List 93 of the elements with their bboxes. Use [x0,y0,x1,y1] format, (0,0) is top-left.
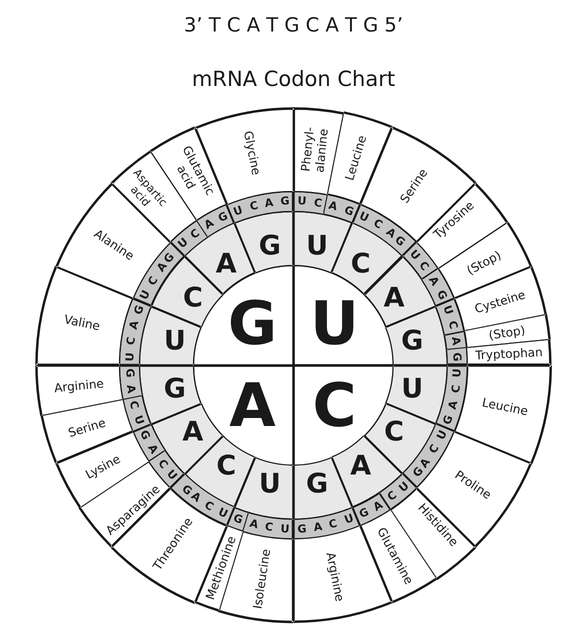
third-base-letter: U [441,304,455,316]
third-base-letter: U [124,352,136,362]
third-base-letter: C [146,274,160,287]
third-base-letter: A [446,399,459,410]
amino-acid-label: Leucine [481,396,530,419]
third-base-letter: U [176,236,190,251]
third-base-letter: U [296,195,306,207]
second-base-letter: G [258,232,281,260]
first-base-letter: C [312,376,357,436]
amino-acid-label: Serine [66,415,108,440]
chart-title: mRNA Codon Chart [192,67,396,91]
third-base-letter: U [396,479,411,494]
third-base-letter: G [434,288,449,302]
third-base-letter: G [138,428,152,442]
third-base-letter: C [386,489,399,503]
third-base-letter: A [312,521,323,534]
second-base-letter: C [350,250,371,278]
amino-acid-label: Glycine [240,130,263,176]
second-base-letter: A [182,418,204,446]
third-base-letter: C [450,384,462,394]
third-base-letter: C [188,227,202,241]
amino-acid-label: Valine [62,312,101,334]
first-base-letter: U [310,294,359,354]
third-base-letter: A [427,274,442,288]
third-base-letter: A [202,217,216,232]
third-base-letter: C [128,400,141,410]
second-base-letter: U [164,328,186,355]
third-base-letter: U [232,204,244,218]
third-base-letter: U [342,512,355,526]
second-base-letter: A [350,452,372,480]
amino-acid-sector [36,364,124,416]
second-base-letter: A [216,250,237,278]
third-base-letter: U [357,210,370,224]
third-base-letter: A [146,442,160,456]
third-base-segment [446,347,468,366]
first-base-letter: A [229,376,276,436]
amino-acid-label: Arginine [53,376,104,396]
second-base-letter: G [164,375,186,402]
second-base-letter: C [216,452,236,480]
third-base-letter: G [232,512,244,526]
third-base-letter: G [342,204,355,218]
third-base-letter: U [280,523,290,534]
sequence-label: 3’ T C A T G C A T G 5’ [184,14,404,36]
third-base-letter: A [371,498,384,513]
third-base-letter: G [132,304,146,316]
third-base-letter: C [264,521,274,534]
third-base-letter: A [264,196,274,209]
second-base-letter: C [384,418,404,446]
second-base-letter: A [384,284,405,312]
third-base-letter: A [450,336,462,346]
third-base-letter: A [328,200,339,212]
amino-acid-label: Isoleucine [250,548,274,610]
third-base-letter: A [248,518,260,530]
amino-acid-sector [466,339,551,366]
second-base-letter: C [182,284,203,312]
third-base-letter: C [446,320,459,330]
third-base-letter: G [216,210,230,224]
third-base-letter: A [125,384,138,394]
third-base-letter: G [452,352,463,362]
third-base-letter: C [418,260,432,273]
third-base-letter: A [128,320,141,331]
amino-acid-label: Arginine [324,551,348,603]
third-base-letter: G [393,234,408,248]
third-base-letter: C [125,336,138,346]
second-base-letter: U [401,375,424,402]
third-base-letter: U [216,506,230,520]
second-base-letter: G [306,470,328,498]
third-base-letter: G [441,414,455,426]
third-base-letter: C [248,200,259,212]
third-base-letter: C [328,518,339,530]
second-base-letter: G [401,328,424,355]
third-base-letter: U [132,414,146,426]
third-base-letter: G [280,195,290,207]
third-base-letter: C [202,498,216,512]
third-base-letter: C [427,443,441,456]
third-base-letter: U [164,468,180,482]
third-base-letter: C [156,457,170,470]
third-base-letter: G [357,506,370,520]
third-base-letter: C [372,218,384,232]
third-base-letter: U [408,248,422,262]
third-base-letter: G [296,523,306,534]
amino-acid-label: (Stop) [488,324,526,344]
first-base-letter: G [228,294,278,354]
amino-acid-label: Tryptophan [475,346,544,364]
amino-acid-label: Phenyl- alanine [298,126,332,174]
third-base-letter: G [124,368,136,378]
second-base-letter: U [258,470,281,498]
third-base-letter: U [138,288,152,302]
third-base-letter: A [418,456,432,470]
second-base-letter: U [306,232,328,260]
third-base-letter: C [312,196,322,209]
third-base-letter: U [452,368,463,378]
third-base-letter: U [434,428,449,442]
